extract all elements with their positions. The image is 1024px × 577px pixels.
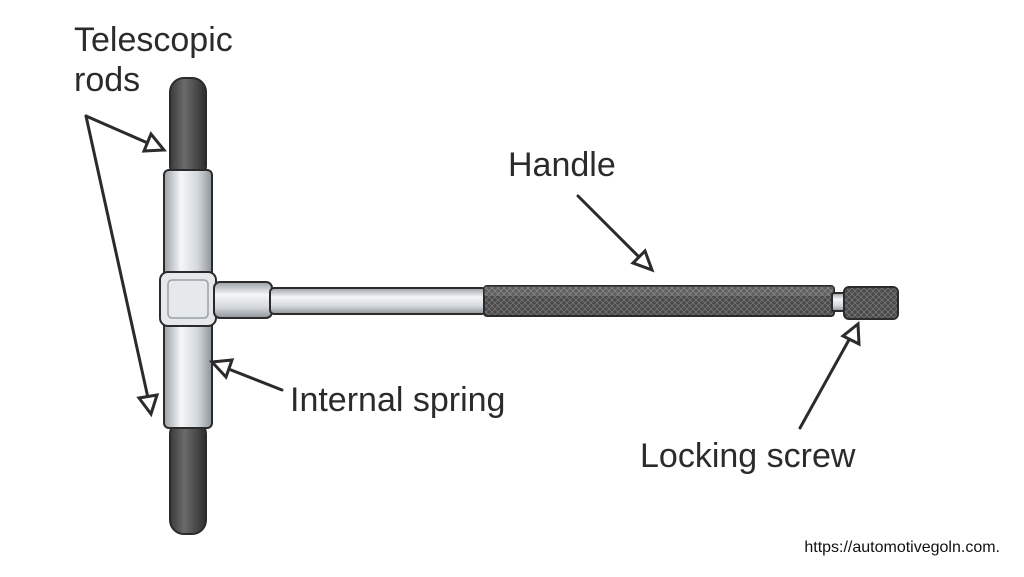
telescopic-rods-arrow-upper: [84, 114, 168, 153]
locking-screw-knob: [843, 286, 899, 320]
internal-spring-label: Internal spring: [290, 381, 506, 419]
telescopic-rod-bottom: [169, 419, 207, 535]
telescopic-rods-label: Telescopic rods: [74, 20, 294, 100]
locking-screw-arrow: [798, 320, 861, 430]
upper-sleeve: [163, 169, 213, 279]
lower-sleeve: [163, 319, 213, 429]
handle-label: Handle: [508, 146, 616, 184]
source-url: https://automotivegoln.com.: [804, 539, 1000, 556]
internal-spring-arrow: [208, 358, 284, 392]
handle-shaft: [269, 287, 487, 315]
handle-arrow: [576, 194, 655, 273]
handle-collar: [213, 281, 273, 319]
locking-screw-label: Locking screw: [640, 437, 856, 475]
telescopic-rods-label-line1: Telescopic: [74, 21, 233, 59]
telescopic-rods-arrow-lower: [84, 114, 160, 418]
telescopic-rods-label-line2: rods: [74, 61, 141, 99]
